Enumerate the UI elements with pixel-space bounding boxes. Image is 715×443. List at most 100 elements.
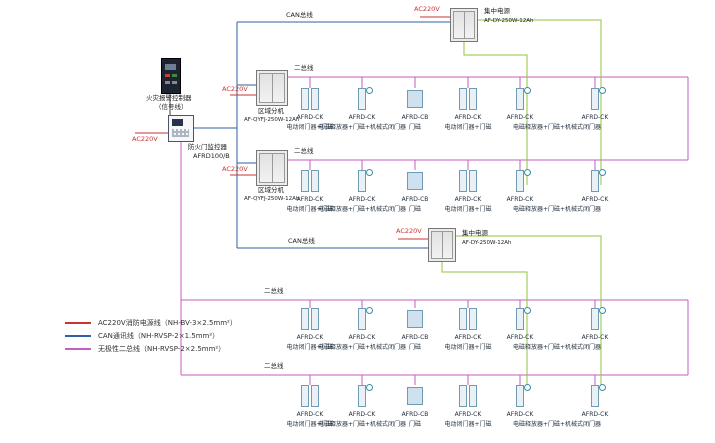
device-description: 门磁 (408, 206, 421, 213)
monitor-keypad (172, 129, 189, 137)
signal-line-label: （信号线） (155, 103, 188, 111)
device-model-label: AFRD-CK (348, 114, 376, 121)
device-model-label: AFRD-CK (296, 114, 324, 121)
release-door-icon (358, 307, 373, 333)
device-description: 电动闭门器+门磁 (444, 344, 492, 351)
device-model-label: AFRD-CK (296, 334, 324, 341)
release-door-icon (591, 384, 606, 410)
release-door-icon (591, 307, 606, 333)
release-door-icon (516, 307, 531, 333)
device-description: 门磁 (408, 344, 421, 351)
central-power-top (450, 8, 478, 42)
device-description: 电磁释放器+门磁+机械式闭门器 (512, 344, 602, 351)
central-power-mid-model: AF-DY-250W-12Ah (462, 240, 512, 246)
double-door-icon (301, 170, 319, 195)
device-model-label: AFRD-CK (581, 334, 609, 341)
device-description: 电动闭门器+门磁 (444, 206, 492, 213)
device-description: 电磁释放器+门磁+机械式闭门器 (317, 206, 407, 213)
central-power-mid-label: 集中电源 (462, 229, 488, 237)
legend-item-can: CAN通讯线（NH-RVSP-2×1.5mm²） (65, 329, 237, 342)
two-bus-device-drops (309, 77, 596, 385)
device-model-label: AFRD-CB (401, 114, 429, 121)
legend: AC220V消防电源线（NH-BV-3×2.5mm²） CAN通讯线（NH-RV… (65, 316, 237, 355)
zone-unit-1 (256, 70, 288, 106)
device-model-label: AFRD-CK (506, 411, 534, 418)
device-model-label: AFRD-CK (296, 411, 324, 418)
double-door-icon (301, 385, 319, 410)
door-device: AFRD-CK 电动闭门器+门磁 (276, 308, 344, 351)
can-bus-mid-label: CAN总线 (288, 237, 315, 245)
release-door-icon (516, 169, 531, 195)
door-device: AFRD-CB 门磁 (381, 385, 449, 428)
two-bus-line-swatch (65, 347, 91, 350)
door-device: AFRD-CK (561, 87, 629, 122)
door-device: AFRD-CK 电动闭门器+门磁 (434, 385, 502, 428)
door-device: AFRD-CK 电磁释放器+门磁+机械式闭门器 (318, 307, 406, 351)
device-model-label: AFRD-CK (506, 334, 534, 341)
device-model-label: AFRD-CK (506, 196, 534, 203)
door-device: AFRD-CK (561, 384, 629, 419)
device-model-label: AFRD-CK (454, 411, 482, 418)
device-description: 门磁 (408, 124, 421, 131)
device-model-label: AFRD-CK (506, 114, 534, 121)
device-description: 电动闭门器+门磁 (444, 421, 492, 428)
power-feed-lines (135, 16, 450, 240)
device-model-label: AFRD-CB (401, 411, 429, 418)
device-model-label: AFRD-CK (454, 196, 482, 203)
device-description: 电动闭门器+门磁 (286, 344, 334, 351)
device-description: 电动闭门器+门磁 (444, 124, 492, 131)
device-description: 电动闭门器+门磁 (286, 124, 334, 131)
central-power-top-label: 集中电源 (484, 7, 510, 15)
fire-alarm-controller-label: 火灾报警控制器 (146, 94, 192, 102)
device-model-label: AFRD-CB (401, 196, 429, 203)
release-door-icon (516, 87, 531, 113)
two-bus-lines (180, 76, 689, 376)
release-door-icon (358, 87, 373, 113)
zone-unit-1-ac-label: AC220V (222, 85, 248, 93)
device-description: 门磁 (408, 421, 421, 428)
device-model-label: AFRD-CK (581, 114, 609, 121)
device-model-label: AFRD-CK (348, 334, 376, 341)
device-description: 电磁释放器+门磁+机械式闭门器 (512, 421, 602, 428)
door-device: AFRD-CK 电磁释放器+门磁+机械式闭门器 (486, 87, 601, 131)
zone-unit-2-label: 区域分机 (258, 186, 284, 194)
door-device: AFRD-CK 电动闭门器+门磁 (434, 308, 502, 351)
fire-door-monitor (168, 115, 194, 142)
legend-power-label: AC220V消防电源线（NH-BV-3×2.5mm²） (98, 318, 237, 327)
door-device: AFRD-CB 门磁 (381, 88, 449, 131)
double-door-icon (459, 308, 477, 333)
two-bus-row2-label: 二总线 (294, 147, 314, 155)
monitor-power-label: AC220V (132, 135, 158, 143)
release-door-icon (516, 384, 531, 410)
central-power-top-model: AF-DY-250W-12Ah (484, 18, 534, 24)
can-bus-top-label: CAN总线 (286, 11, 313, 19)
door-device: AFRD-CK (561, 307, 629, 342)
release-door-icon (358, 384, 373, 410)
can-line-swatch (65, 334, 91, 337)
magnet-box-icon (407, 88, 423, 113)
device-description: 电磁释放器+门磁+机械式闭门器 (512, 124, 602, 131)
release-door-icon (358, 169, 373, 195)
double-door-icon (301, 88, 319, 113)
device-model-label: AFRD-CK (454, 334, 482, 341)
monitor-screen (172, 119, 183, 126)
magnet-box-icon (407, 308, 423, 333)
two-bus-row3-label: 二总线 (264, 287, 284, 295)
device-description: 电磁释放器+门磁+机械式闭门器 (317, 344, 407, 351)
device-description: 电动闭门器+门磁 (286, 206, 334, 213)
zone-unit-1-model: AF-QYFJ-250W-12Ah (244, 117, 300, 123)
door-device: AFRD-CK 电动闭门器+门磁 (276, 88, 344, 131)
double-door-icon (459, 170, 477, 195)
central-power-mid (428, 228, 456, 262)
zone-unit-2 (256, 150, 288, 186)
can-bus-lines (192, 21, 450, 249)
monitor-model: AFRD100/B (193, 152, 230, 160)
